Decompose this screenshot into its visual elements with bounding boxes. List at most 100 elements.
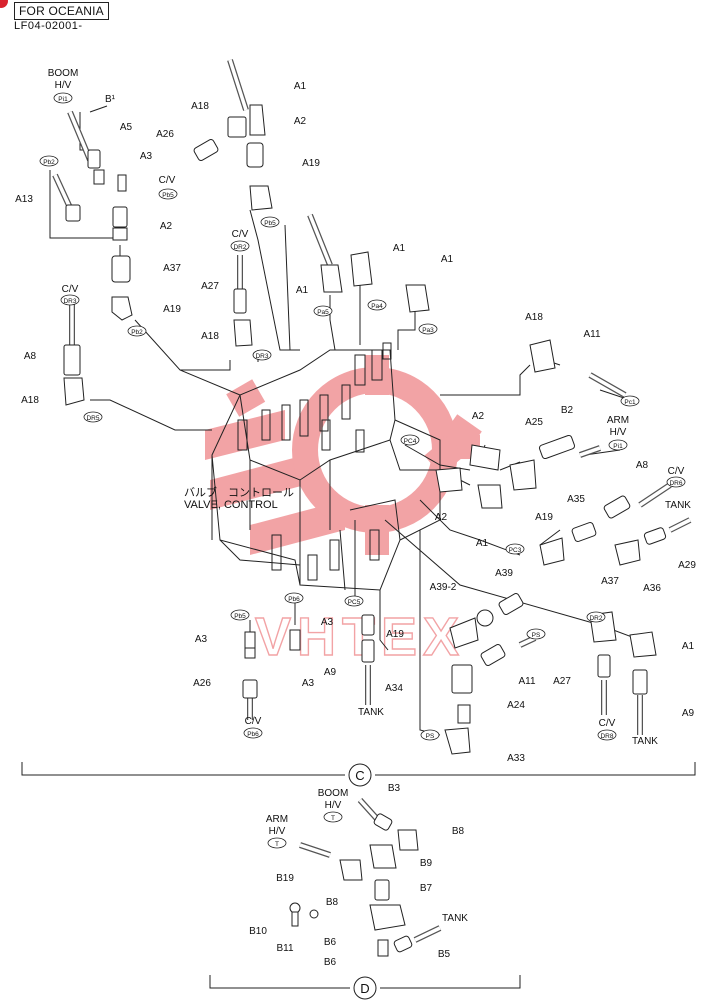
part-label-t_A2_a: A2 bbox=[160, 221, 173, 232]
port-tag-p_Pb6: Pb6 bbox=[284, 592, 304, 604]
part-label-t_A3_d: A3 bbox=[321, 617, 334, 628]
port-tag-p_Dr3b: DR3 bbox=[252, 349, 272, 361]
part-label-t_A39_2: A39-2 bbox=[430, 582, 457, 593]
port-tag-label: T bbox=[331, 815, 335, 822]
part-label-t_A37_b: A37 bbox=[601, 576, 619, 587]
port-tag-p_Pc1: Pc1 bbox=[620, 395, 640, 407]
part-label-t_B7: B7 bbox=[420, 883, 433, 894]
port-tag-p_Pa3: Pa3 bbox=[418, 323, 438, 335]
port-tag-label: Pb2 bbox=[43, 159, 55, 166]
port-tag-p_T2: T bbox=[267, 837, 287, 849]
part-label-t_A18_d: A18 bbox=[525, 312, 543, 323]
port-tag-label: PS bbox=[426, 733, 435, 740]
part-label-t_A3_a: A3 bbox=[140, 151, 153, 162]
part-label-t_A1_a: A1 bbox=[294, 81, 307, 92]
port-tag-p_Pb5b: Pb5 bbox=[260, 216, 280, 228]
part-label-boom_hv_1b: H/V bbox=[55, 80, 72, 91]
part-label-t_TANK_2: TANK bbox=[358, 707, 384, 718]
port-tag-p_Pb2a: Pb2 bbox=[39, 155, 59, 167]
part-label-t_A1_e: A1 bbox=[476, 538, 489, 549]
part-label-t_A19_a: A19 bbox=[163, 304, 181, 315]
part-label-t_A19_d: A19 bbox=[386, 629, 404, 640]
part-label-t_A26_a: A26 bbox=[156, 129, 174, 140]
part-label-t_B1: B¹ bbox=[105, 94, 116, 105]
port-tag-p_Pi1: Pi1 bbox=[53, 92, 73, 104]
part-label-t_A36: A36 bbox=[643, 583, 661, 594]
port-tag-label: Pa5 bbox=[317, 309, 329, 316]
part-label-t_A39: A39 bbox=[495, 568, 513, 579]
part-label-t_CV_2: C/V bbox=[159, 175, 176, 186]
part-label-t_TANK_3: TANK bbox=[632, 736, 658, 747]
part-label-t_ARM_1a: ARM bbox=[607, 415, 629, 426]
valve-label-english: VALVE, CONTROL bbox=[184, 499, 278, 511]
port-tag-p_Pc5: PC5 bbox=[344, 595, 364, 607]
part-label-t_B6_b: B6 bbox=[324, 957, 337, 968]
part-label-t_A1_d: A1 bbox=[441, 254, 454, 265]
section-marker-c-label: C bbox=[355, 768, 364, 783]
part-label-t_A18_c: A18 bbox=[201, 331, 219, 342]
part-label-t_A2_b: A2 bbox=[294, 116, 307, 127]
part-label-boom_hv_1a: BOOM bbox=[48, 68, 79, 79]
port-tag-p_Pc4: PC4 bbox=[400, 434, 420, 446]
fittings bbox=[63, 104, 667, 957]
port-tag-p_Ps: PS bbox=[526, 628, 546, 640]
part-label-t_TANK_4: TANK bbox=[442, 913, 468, 924]
part-code: LF04-02001- bbox=[14, 20, 83, 32]
port-tag-label: DR5 bbox=[86, 415, 99, 422]
port-tag-p_Dr6: DR6 bbox=[666, 476, 686, 488]
part-label-t_CV_5: C/V bbox=[245, 716, 262, 727]
part-label-t_B2: B2 bbox=[561, 405, 574, 416]
part-label-t_A29: A29 bbox=[678, 560, 696, 571]
part-label-t_A1_f: A1 bbox=[682, 641, 695, 652]
part-label-t_CV_6: C/V bbox=[599, 718, 616, 729]
port-tag-p_Pb5c: Pb5 bbox=[230, 609, 250, 621]
port-tag-p_Pb5a: Pb5 bbox=[158, 188, 178, 200]
part-label-t_ARM_2b: H/V bbox=[269, 826, 286, 837]
port-tag-p_Dr5: DR5 bbox=[83, 411, 103, 423]
port-tag-label: Pb5 bbox=[234, 613, 246, 620]
part-label-t_B3: B3 bbox=[388, 783, 401, 794]
port-tag-p_Pb2b: Pb2 bbox=[127, 325, 147, 337]
part-label-t_A2_c: A2 bbox=[472, 411, 485, 422]
port-tag-label: PC3 bbox=[509, 547, 522, 554]
port-tag-p_Pb6b: Pb6 bbox=[243, 727, 263, 739]
section-marker-d-label: D bbox=[360, 981, 369, 996]
port-tag-label: Pb6 bbox=[247, 731, 259, 738]
port-tag-label: Pi1 bbox=[613, 443, 623, 450]
part-label-t_A13: A13 bbox=[15, 194, 33, 205]
section-brace-d bbox=[209, 975, 521, 989]
part-label-t_A33: A33 bbox=[507, 753, 525, 764]
part-label-t_A8_a: A8 bbox=[24, 351, 37, 362]
part-label-t_A3_b: A3 bbox=[195, 634, 208, 645]
port-tag-label: PC5 bbox=[348, 599, 361, 606]
part-label-t_A27_a: A27 bbox=[201, 281, 219, 292]
part-label-t_A25: A25 bbox=[525, 417, 543, 428]
region-label: FOR OCEANIA bbox=[14, 2, 109, 20]
part-label-t_B11: B11 bbox=[276, 943, 293, 954]
part-label-t_ARM_2a: ARM bbox=[266, 814, 288, 825]
port-tag-p_Pc3: PC3 bbox=[505, 543, 525, 555]
port-tag-label: DR6 bbox=[669, 480, 682, 487]
port-tag-label: DR2 bbox=[233, 244, 246, 251]
part-label-t_BOOM_2b: H/V bbox=[325, 800, 342, 811]
port-tag-label: DR3 bbox=[63, 298, 76, 305]
part-label-t_A11_b: A11 bbox=[518, 676, 535, 687]
part-label-t_ARM_1b: H/V bbox=[610, 427, 627, 438]
part-label-t_A1_c: A1 bbox=[393, 243, 406, 254]
part-label-t_A19_b: A19 bbox=[302, 158, 320, 169]
part-label-t_CV_4: C/V bbox=[668, 466, 685, 477]
port-tag-p_Ps2: PS bbox=[420, 729, 440, 741]
port-tag-label: Pb6 bbox=[288, 596, 300, 603]
port-tag-label: DR3 bbox=[255, 353, 268, 360]
part-label-t_CV_1: C/V bbox=[62, 284, 79, 295]
port-tag-label: DR2 bbox=[589, 615, 602, 622]
linework bbox=[21, 59, 696, 1000]
part-label-t_A26_b: A26 bbox=[193, 678, 211, 689]
port-tag-p_Pa4: Pa4 bbox=[367, 299, 387, 311]
part-label-t_A11_a: A11 bbox=[583, 329, 600, 340]
port-tag-p_Dr2b: DR2 bbox=[586, 611, 606, 623]
part-label-t_B8_b: B8 bbox=[326, 897, 339, 908]
part-label-t_B8_a: B8 bbox=[452, 826, 465, 837]
port-tag-label: Pb2 bbox=[131, 329, 143, 336]
port-tag-label: Pc1 bbox=[624, 399, 636, 406]
